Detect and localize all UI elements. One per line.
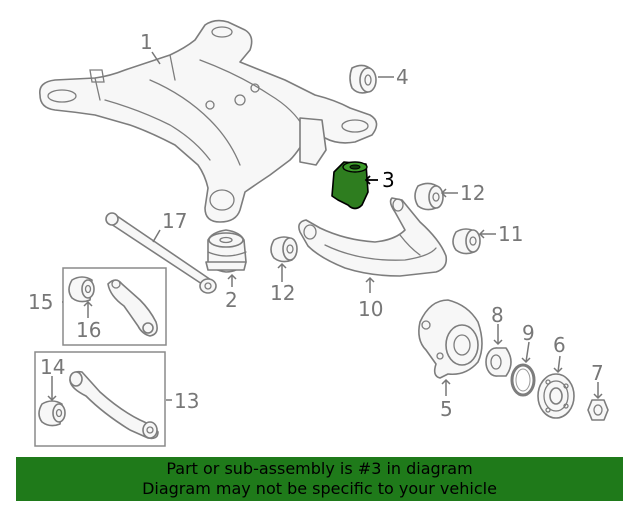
callout-17: 17 bbox=[162, 209, 187, 233]
banner-line-1: Part or sub-assembly is #3 in diagram bbox=[166, 459, 473, 478]
banner-line-2: Diagram may not be specific to your vehi… bbox=[142, 479, 497, 498]
bushing-part-12-left[interactable] bbox=[270, 236, 298, 263]
callout-14: 14 bbox=[40, 355, 65, 379]
bushing-part-14[interactable] bbox=[38, 400, 66, 427]
callout-16: 16 bbox=[76, 318, 101, 342]
subframe-part-1[interactable] bbox=[38, 19, 378, 223]
callout-11: 11 bbox=[498, 222, 523, 246]
mount-part-2[interactable] bbox=[205, 229, 247, 273]
arm-part-13[interactable] bbox=[69, 370, 159, 440]
leader-lines bbox=[47, 51, 603, 402]
callout-5: 5 bbox=[440, 397, 453, 421]
callout-3: 3 bbox=[382, 168, 395, 192]
callout-15: 15 bbox=[28, 290, 53, 314]
callout-13: 13 bbox=[174, 389, 199, 413]
hub-part-6[interactable] bbox=[537, 373, 575, 419]
sub-assembly-box-15 bbox=[62, 267, 167, 346]
bushing-part-11[interactable] bbox=[452, 228, 481, 255]
callout-8: 8 bbox=[491, 303, 504, 327]
notice-banner: Part or sub-assembly is #3 in diagram Di… bbox=[16, 457, 623, 501]
nut-part-7[interactable] bbox=[587, 399, 609, 421]
callout-4: 4 bbox=[396, 65, 409, 89]
callout-2: 2 bbox=[225, 288, 238, 312]
arm-part-16[interactable] bbox=[107, 279, 158, 337]
bushing-part-4[interactable] bbox=[349, 64, 377, 94]
callout-9: 9 bbox=[522, 321, 535, 345]
callout-12-upper: 12 bbox=[460, 181, 485, 205]
callout-6: 6 bbox=[553, 333, 566, 357]
bushing-part-3-highlighted[interactable] bbox=[331, 161, 369, 210]
callout-7: 7 bbox=[591, 361, 604, 385]
callout-1: 1 bbox=[140, 30, 153, 54]
bearing-part-8[interactable] bbox=[485, 347, 512, 377]
parts-diagram: 1 4 3 12 11 17 2 12 10 15 16 8 9 6 7 5 1… bbox=[28, 19, 609, 447]
sub-assembly-box-13 bbox=[34, 351, 166, 447]
bushing-part-12-upper[interactable] bbox=[414, 182, 444, 211]
bushing-part-16[interactable] bbox=[68, 276, 95, 303]
callout-labels: 1 4 3 12 11 17 2 12 10 15 16 8 9 6 7 5 1… bbox=[28, 30, 604, 421]
callout-10: 10 bbox=[358, 297, 383, 321]
callout-12-left: 12 bbox=[270, 281, 295, 305]
knuckle-part-5[interactable] bbox=[418, 299, 483, 379]
snap-ring-part-9[interactable] bbox=[510, 363, 536, 397]
control-arm-part-10[interactable] bbox=[298, 197, 448, 277]
tie-rod-part-17[interactable] bbox=[105, 212, 217, 294]
